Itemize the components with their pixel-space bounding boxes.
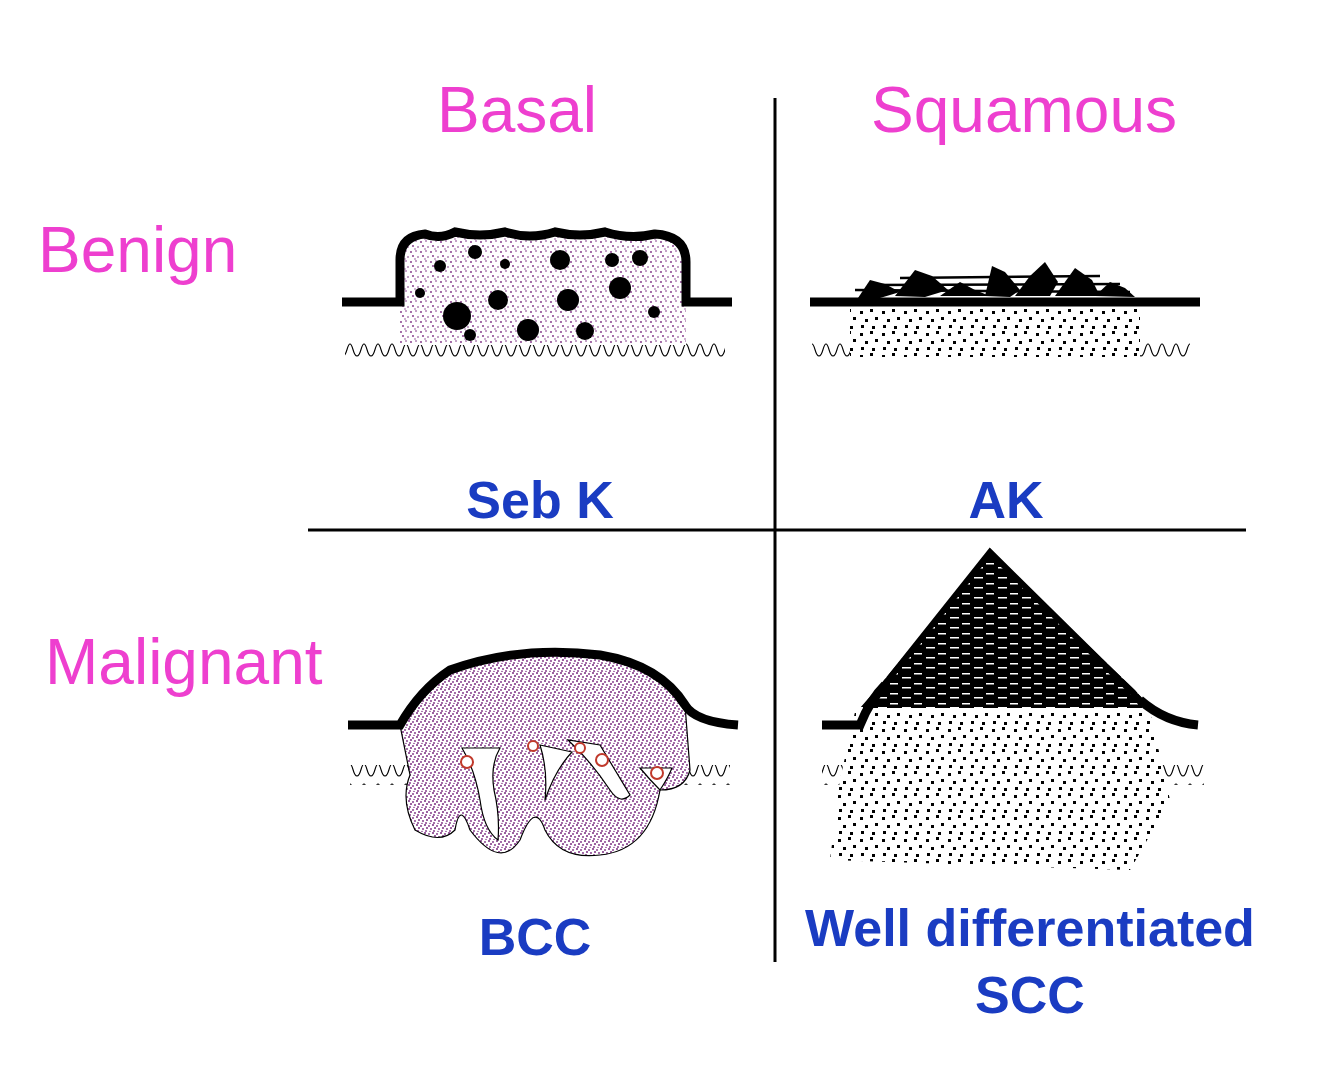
row-heading: Benign <box>38 215 237 285</box>
lesion-label: Well differentiated SCC <box>790 895 1270 1028</box>
row-heading: Malignant <box>45 627 323 697</box>
column-heading: Basal <box>437 75 597 145</box>
lesion-label: Seb K <box>466 467 613 534</box>
column-heading: Squamous <box>871 75 1177 145</box>
lesion-label: BCC <box>479 904 592 971</box>
lesion-label: AK <box>968 467 1043 534</box>
